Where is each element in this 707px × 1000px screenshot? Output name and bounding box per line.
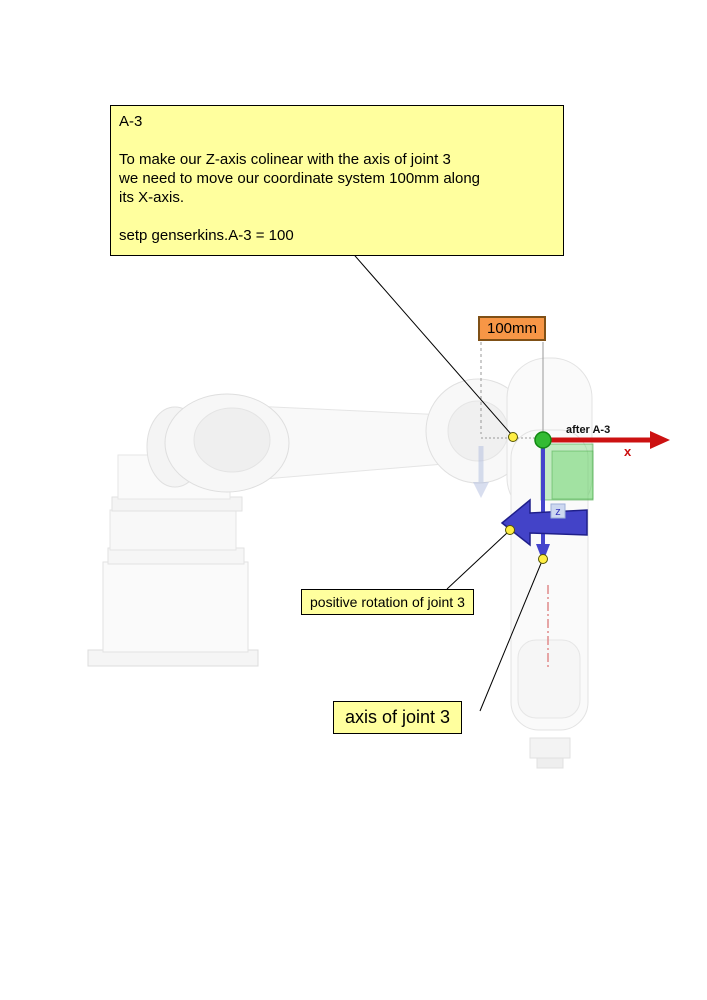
green-plane-outer bbox=[540, 443, 594, 501]
joint-axis-label: axis of joint 3 bbox=[333, 701, 463, 734]
x-axis-label: x bbox=[624, 444, 632, 459]
positive-rotation-arrow bbox=[500, 498, 588, 547]
robot-tool-flange bbox=[536, 757, 564, 769]
callout-command: setp genserkins.A-3 = 100 bbox=[119, 227, 294, 244]
callout-body-line3: its X-axis. bbox=[119, 189, 185, 206]
dimension-label: 100mm bbox=[478, 316, 546, 341]
robot-arm-illustration bbox=[87, 357, 593, 769]
after-a3-label: after A-3 bbox=[566, 424, 610, 436]
callout-leader-line bbox=[348, 248, 512, 435]
green-plane-inner bbox=[551, 450, 594, 500]
axis-anchor-dot bbox=[538, 554, 548, 564]
robot-pedestal bbox=[102, 561, 249, 653]
callout-body-line1: To make our Z-axis colinear with the axi… bbox=[119, 151, 451, 168]
rotation-anchor-dot bbox=[505, 525, 515, 535]
z-tag-background bbox=[550, 503, 566, 519]
callout-title: A-3 bbox=[119, 113, 143, 130]
callout-body-line2: we need to move our coordinate system 10… bbox=[119, 170, 481, 187]
leader-lines bbox=[348, 248, 543, 712]
z-axis-tag: z bbox=[550, 503, 566, 519]
old-z-axis-arrow bbox=[473, 446, 489, 498]
anchor-markers bbox=[505, 432, 548, 564]
robot-elbow-hub bbox=[447, 400, 509, 462]
robot-wrist-housing bbox=[517, 639, 581, 719]
robot-column bbox=[109, 509, 237, 551]
x-axis-arrow bbox=[548, 431, 670, 449]
rotation-leader-line bbox=[446, 531, 509, 590]
origin-anchor-dot bbox=[508, 432, 518, 442]
callout-spacer bbox=[119, 131, 555, 150]
axis-leader-line bbox=[479, 560, 543, 712]
positive-rotation-label: positive rotation of joint 3 bbox=[301, 589, 474, 615]
callout-spacer bbox=[119, 207, 555, 226]
z-axis-label: z bbox=[555, 506, 561, 518]
robot-shoulder-hub bbox=[193, 407, 271, 473]
xy-plane-indicator bbox=[540, 443, 594, 501]
annotation-callout: A-3 To make our Z-axis colinear with the… bbox=[110, 105, 564, 256]
origin-marker bbox=[534, 431, 552, 449]
robot-wrist bbox=[529, 737, 571, 759]
